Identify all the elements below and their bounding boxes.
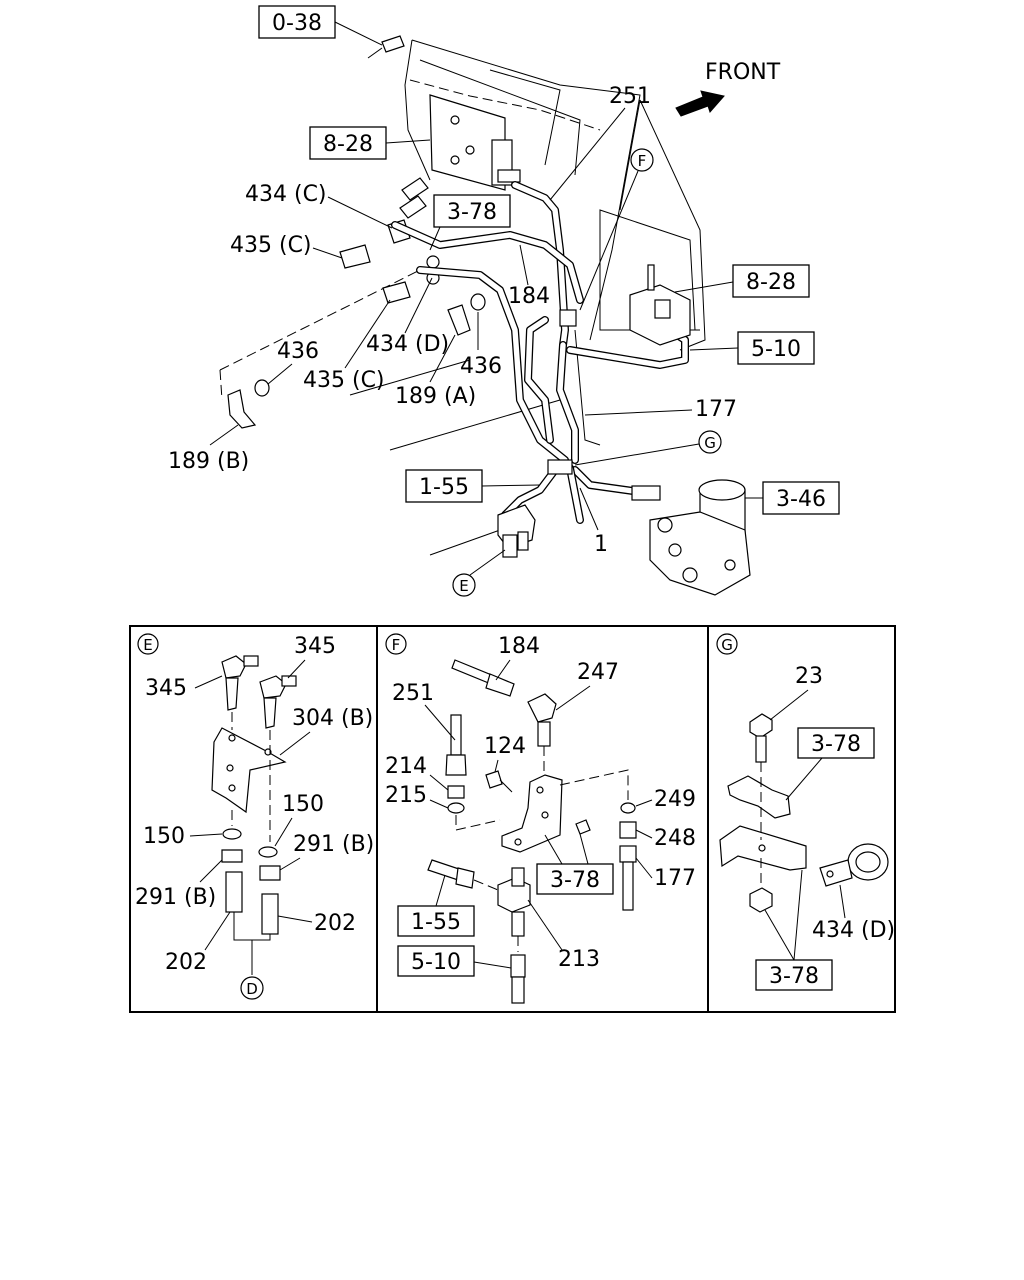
bracket-plate: [429, 94, 521, 191]
svg-text:8-28: 8-28: [323, 132, 373, 157]
callout-g-434d: 434 (D): [812, 918, 895, 943]
marker-d: D: [240, 976, 264, 1000]
ref-box-3-46: 3-46: [762, 481, 840, 515]
ref-box-1-55-f: 1-55: [397, 905, 475, 937]
callout-e-150-right: 150: [282, 792, 324, 817]
callout-f-247: 247: [577, 660, 619, 685]
callout-1: 1: [594, 532, 608, 557]
ref-box-3-78-main: 3-78: [433, 194, 511, 228]
callout-f-124: 124: [484, 734, 526, 759]
svg-text:F: F: [638, 152, 647, 170]
callout-e-304b: 304 (B): [292, 706, 373, 731]
ref-box-3-78-f: 3-78: [536, 863, 614, 895]
svg-text:5-10: 5-10: [411, 950, 461, 975]
callout-184: 184: [508, 284, 550, 309]
panel-g: G: [716, 633, 889, 913]
svg-text:D: D: [246, 980, 258, 998]
svg-text:1-55: 1-55: [411, 910, 461, 935]
panel-e: E: [137, 633, 297, 975]
callout-189b: 189 (B): [168, 449, 249, 474]
svg-text:3-78: 3-78: [811, 732, 861, 757]
detail-panels-frame: [129, 625, 896, 1013]
svg-text:0-38: 0-38: [272, 11, 322, 36]
marker-f-main: F: [630, 148, 654, 172]
ref-box-5-10-f: 5-10: [397, 945, 475, 977]
valve-8-28: [559, 264, 691, 346]
bracket-189a: [339, 244, 486, 336]
svg-text:G: G: [704, 434, 716, 452]
callout-e-202-left: 202: [165, 950, 207, 975]
callout-f-215: 215: [385, 783, 427, 808]
callout-e-345-left: 345: [145, 676, 187, 701]
svg-text:1-55: 1-55: [419, 475, 469, 500]
callout-e-150-left: 150: [143, 824, 185, 849]
svg-text:5-10: 5-10: [751, 337, 801, 362]
callout-f-249: 249: [654, 787, 696, 812]
ref-box-3-78-g-lower: 3-78: [755, 959, 833, 991]
callout-f-213: 213: [558, 947, 600, 972]
callout-f-184: 184: [498, 634, 540, 659]
svg-text:E: E: [459, 577, 468, 595]
callout-e-291b-right: 291 (B): [293, 832, 374, 857]
callout-e-345-upper: 345: [294, 634, 336, 659]
front-arrow-icon: [675, 90, 725, 117]
ref-box-1-55-main: 1-55: [405, 469, 483, 503]
bolt-0-38: [367, 35, 405, 59]
callout-f-248: 248: [654, 826, 696, 851]
panel-f: F: [385, 633, 637, 1004]
callout-436-right: 436: [460, 354, 502, 379]
callout-435c-lower: 435 (C): [303, 368, 385, 393]
svg-text:E: E: [143, 636, 152, 654]
valve-1-55: [497, 459, 573, 558]
svg-text:3-46: 3-46: [776, 487, 826, 512]
callout-435c-upper: 435 (C): [230, 233, 312, 258]
callout-f-214: 214: [385, 754, 427, 779]
panel-f-marker: F: [385, 633, 407, 655]
callout-f-177: 177: [654, 866, 696, 891]
svg-text:G: G: [721, 636, 733, 654]
callout-177: 177: [695, 397, 737, 422]
callout-189a: 189 (A): [395, 384, 476, 409]
front-label: FRONT: [705, 60, 781, 85]
callout-251: 251: [609, 84, 651, 109]
marker-e-main: E: [452, 573, 476, 597]
svg-text:3-78: 3-78: [550, 868, 600, 893]
panel-e-marker: E: [137, 633, 159, 655]
ref-box-3-78-g-upper: 3-78: [797, 727, 875, 759]
callout-434c: 434 (C): [245, 182, 327, 207]
ref-box-5-10-main: 5-10: [737, 331, 815, 365]
ref-box-8-28-upper: 8-28: [309, 126, 387, 160]
panel-g-marker: G: [716, 633, 738, 655]
svg-text:3-78: 3-78: [769, 964, 819, 989]
callout-e-202-right: 202: [314, 911, 356, 936]
callout-434d: 434 (D): [366, 332, 449, 357]
chassis-outline: [349, 39, 706, 556]
ref-box-0-38: 0-38: [258, 5, 336, 39]
svg-text:8-28: 8-28: [746, 270, 796, 295]
callout-f-251: 251: [392, 681, 434, 706]
marker-g-main: G: [698, 430, 722, 454]
svg-text:3-78: 3-78: [447, 200, 497, 225]
air-dryer-3-46: [631, 479, 751, 596]
air-tubes: [391, 181, 689, 524]
ref-box-8-28-right: 8-28: [732, 264, 810, 298]
callout-g-23: 23: [795, 664, 823, 689]
callout-436-left: 436: [277, 339, 319, 364]
svg-text:F: F: [392, 636, 401, 654]
callout-e-291b-left: 291 (B): [135, 885, 216, 910]
